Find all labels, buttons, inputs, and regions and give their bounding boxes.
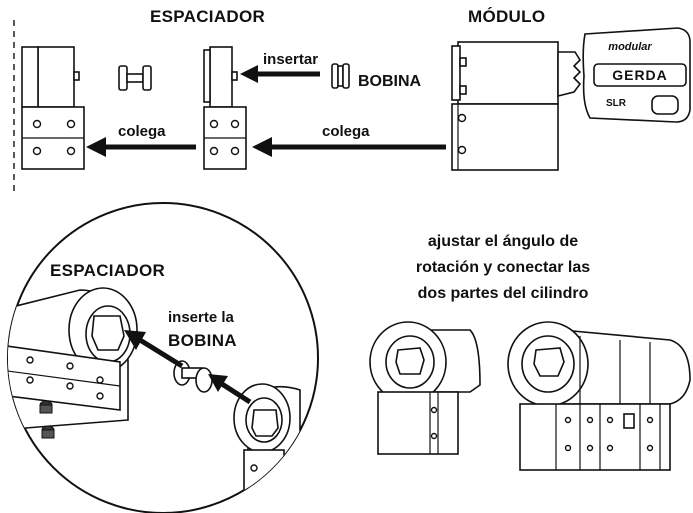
arrow-left-icon [86, 137, 196, 157]
spacer-part [203, 46, 247, 170]
spool-label: BOBINA [358, 73, 422, 90]
key-brand-text: GERDA [612, 67, 668, 83]
key-code-text: SLR [606, 98, 627, 109]
insert-the-label: inserte la [168, 309, 235, 326]
spool-circle-label: BOBINA [168, 331, 237, 350]
cylinder-left-part [21, 46, 85, 170]
insert-label: insertar [263, 51, 318, 68]
instruction-line-1: ajustar el ángulo de [428, 233, 578, 250]
module-title: MÓDULO [468, 7, 545, 26]
arrow-left-icon [240, 65, 320, 83]
spacer-circle-title: ESPACIADOR [50, 261, 165, 280]
cylinder-icon [369, 321, 481, 455]
key-model-text: modular [608, 41, 652, 53]
glue-label-right: colega [322, 123, 370, 140]
arrow-left-icon [208, 374, 252, 405]
glue-label-left: colega [118, 123, 166, 140]
module-part [451, 41, 559, 171]
instruction-line-3: dos partes del cilindro [418, 285, 589, 302]
spool-icon [118, 65, 152, 91]
spacer-title: ESPACIADOR [150, 7, 265, 26]
arrow-left-icon [252, 137, 446, 157]
screw-icon [39, 400, 55, 439]
key-icon: modular GERDA SLR [557, 27, 691, 123]
instruction-line-2: rotación y conectar las [416, 259, 590, 276]
spool-icon [331, 63, 350, 89]
magnifier-circle-icon [7, 202, 319, 513]
cylinder-icon [507, 321, 691, 471]
arrow-left-icon [124, 330, 184, 369]
